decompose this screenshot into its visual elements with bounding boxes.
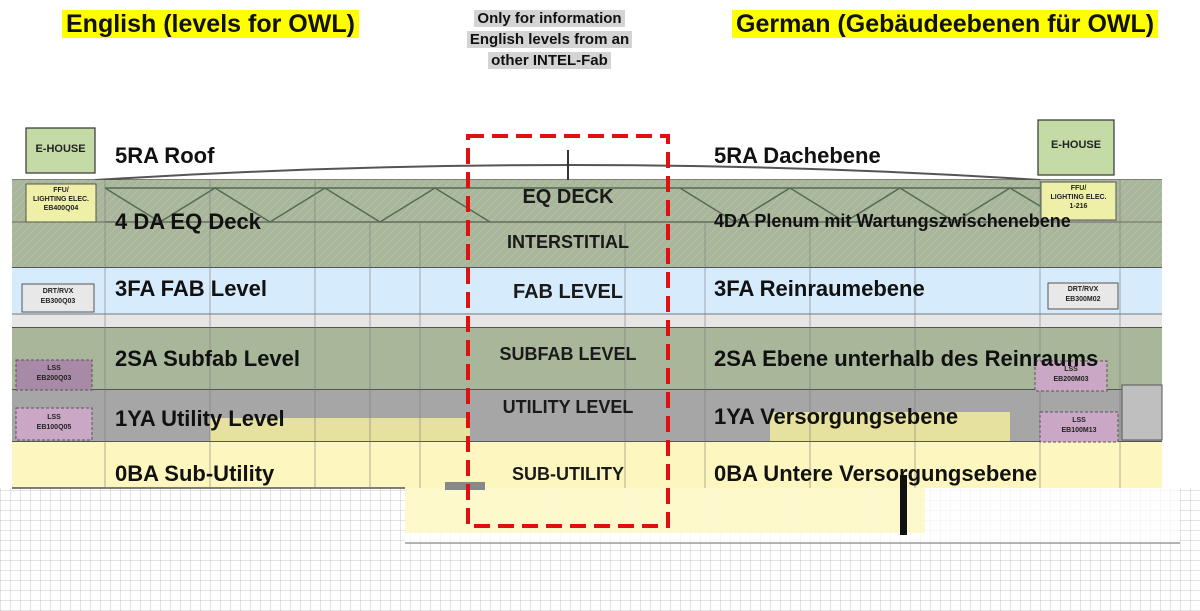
drt-left-box [21,283,95,313]
german-header-text: German (Gebäudeebenen für OWL) [732,10,1159,38]
fab-floor-strip [12,314,1162,328]
english-label-3fa: 3FA FAB Level [115,276,268,301]
info-line-2: English levels from an [466,31,633,48]
intel-label-sub-utility: SUB-UTILITY [512,464,624,484]
english-label-2sa: 2SA Subfab Level [115,346,301,371]
german-header: German (Gebäudeebenen für OWL) [732,10,1159,39]
intel-label-eq-deck: EQ DECK [522,186,614,208]
english-label-4da: 4 DA EQ Deck [115,209,261,234]
column-black [900,475,907,535]
intel-label-interstitial: INTERSTITIAL [507,232,629,252]
intel-label-utility-level: UTILITY LEVEL [502,397,634,417]
ffu-right-label: FFU/LIGHTING ELEC.1-216 [1050,185,1107,210]
english-header: English (levels for OWL) [62,10,359,39]
level-0ba-band [12,442,1162,488]
german-label-1ya: 1YA Versorgungsebene [714,404,959,429]
info-line-1: Only for information [474,10,625,27]
info-note: Only for information English levels from… [452,8,647,71]
lss1-left-box [15,407,93,441]
german-label-2sa: 2SA Ebene unterhalb des Reinraums [714,346,1099,371]
ehouse-right [1037,119,1115,176]
intel-dashed-box [466,134,670,528]
lss2-left-box [15,359,93,391]
english-label-1ya: 1YA Utility Level [115,406,285,431]
ehouse-left [25,127,96,174]
ffu-left-label: FFU/LIGHTING ELEC.EB400Q04 [33,187,89,212]
ffu-right-box [1040,181,1117,221]
english-label-5ra: 5RA Roof [115,143,215,168]
ehouse-left-label: E-HOUSE [35,143,86,155]
english-label-0ba: 0BA Sub-Utility [115,461,275,486]
german-label-5ra: 5RA Dachebene [714,143,881,168]
roof-line [94,164,1041,181]
drt-right-box [1047,282,1119,310]
german-label-3fa: 3FA Reinraumebene [714,276,925,301]
level-2sa-band [12,328,1162,390]
stair [445,482,485,490]
lss1-right-box [1039,411,1119,443]
right-gray-box [1121,384,1163,441]
ehouse-right-label: E-HOUSE [1050,139,1102,151]
intel-label-fab-level: FAB LEVEL [512,281,623,303]
lss2-right-box [1034,360,1108,392]
english-header-text: English (levels for OWL) [62,10,359,38]
ffu-left-box [25,183,97,223]
german-label-0ba: 0BA Untere Versorgungsebene [714,461,1038,486]
german-label-4da: 4DA Plenum mit Wartungszwischenebene [714,211,1071,231]
info-line-3: other INTEL-Fab [488,52,611,69]
intel-label-subfab-level: SUBFAB LEVEL [499,344,637,364]
level-3fa-band [12,268,1162,314]
